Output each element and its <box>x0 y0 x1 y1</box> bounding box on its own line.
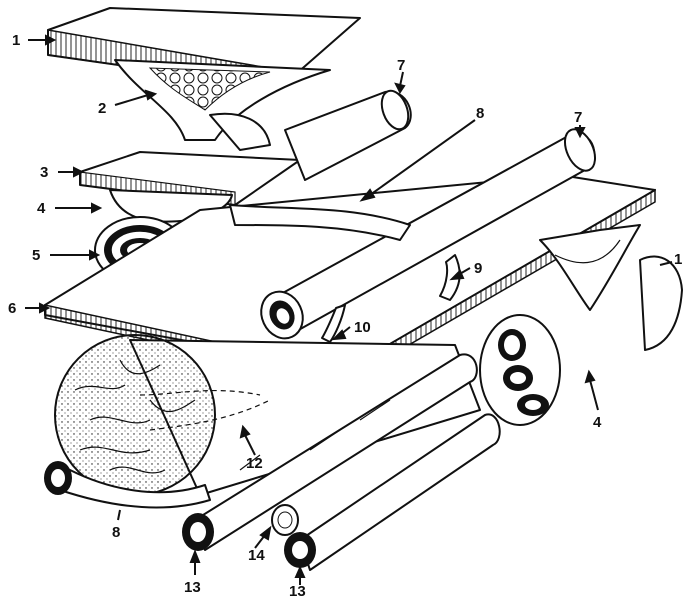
label-arrows <box>25 34 673 585</box>
lower-vessels <box>44 353 501 571</box>
label-3: 3 <box>40 164 48 181</box>
label-13-left: 13 <box>184 579 201 596</box>
label-2: 2 <box>98 100 106 117</box>
label-5: 5 <box>32 247 40 264</box>
label-13-right: 13 <box>289 583 306 599</box>
label-1-top: 1 <box>12 32 20 49</box>
connective-strands-right <box>539 224 683 351</box>
label-texts: 1 1 2 3 4 4 5 6 7 7 8 8 9 10 12 13 13 14 <box>8 32 682 599</box>
connective-strands-upper <box>114 59 331 151</box>
vessel-main <box>229 128 597 343</box>
label-1-right: 1 <box>674 251 682 268</box>
label-10: 10 <box>354 319 371 336</box>
label-6: 6 <box>8 300 16 317</box>
label-14: 14 <box>248 547 265 564</box>
label-8-top: 8 <box>476 105 484 122</box>
label-7-left: 7 <box>397 57 405 74</box>
vessel-upper-left <box>284 89 412 181</box>
label-7-right: 7 <box>574 109 582 126</box>
label-12: 12 <box>246 455 263 472</box>
label-8-bottom: 8 <box>112 524 120 541</box>
label-4-right: 4 <box>593 414 602 431</box>
label-4-left: 4 <box>37 200 46 217</box>
muscle-bundle <box>54 334 481 496</box>
label-9: 9 <box>474 260 482 277</box>
middle-plate <box>79 151 301 223</box>
vessel-bundle-cross-section <box>479 314 561 426</box>
